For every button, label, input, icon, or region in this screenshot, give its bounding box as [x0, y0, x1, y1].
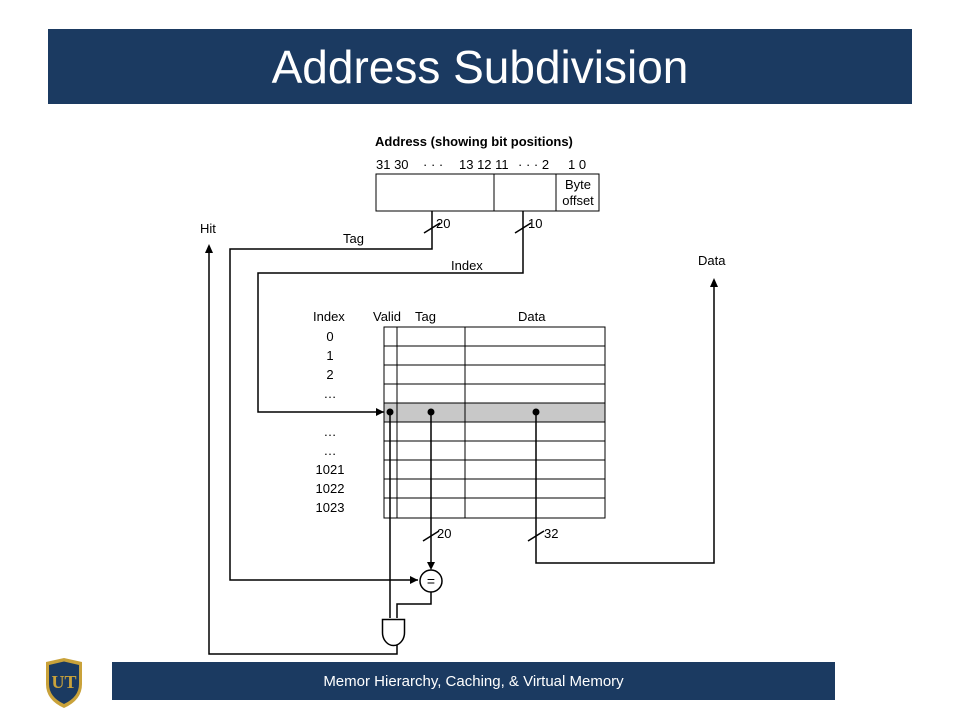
- tag-wire: [229, 211, 433, 581]
- index-wire: [257, 211, 524, 413]
- bit-pos-13-12-11: 13 12 11: [459, 157, 509, 172]
- byte-offset-label-2: offset: [562, 193, 594, 208]
- row-index-label: 2: [326, 367, 333, 382]
- data-output-label: Data: [698, 253, 726, 268]
- row-index-label: …: [324, 424, 337, 439]
- slide-title: Address Subdivision: [271, 40, 689, 93]
- tag-bus-slash: [423, 222, 441, 234]
- selected-row-highlight: [384, 403, 605, 422]
- row-index-label: 1021: [316, 462, 345, 477]
- and-gate: [381, 618, 406, 647]
- address-title: Address (showing bit positions): [375, 134, 573, 149]
- ut-shield-logo: UT: [46, 658, 82, 708]
- row-index-label: 1: [326, 348, 333, 363]
- footer-text: Memor Hierarchy, Caching, & Virtual Memo…: [323, 672, 624, 690]
- footer-bar: Memor Hierarchy, Caching, & Virtual Memo…: [112, 662, 835, 700]
- header-tag: Tag: [415, 309, 436, 324]
- tag-compare-bus-slash: [422, 530, 440, 542]
- cache-table: [383, 326, 606, 519]
- tag-compare-bits-label: 20: [437, 526, 451, 541]
- index-bits-label: 10: [528, 216, 542, 231]
- comparator-symbol: =: [427, 573, 435, 589]
- bit-pos-1-0: 1 0: [568, 157, 586, 172]
- svg-text:UT: UT: [51, 672, 76, 692]
- comparator-output-wire: [396, 592, 432, 618]
- data-arrow-icon: [710, 278, 718, 287]
- bit-pos-31-30: 31 30: [376, 157, 409, 172]
- bit-pos-dots-2: · · · 2: [518, 157, 549, 172]
- hit-label: Hit: [200, 221, 216, 236]
- data-bits-label: 32: [544, 526, 558, 541]
- header-index: Index: [313, 309, 345, 324]
- tag-bits-label: 20: [436, 216, 450, 231]
- header-valid: Valid: [373, 309, 401, 324]
- data-bus-slash: [527, 530, 545, 542]
- title-bar: Address Subdivision: [48, 29, 912, 104]
- comparator-input-arrow-icon: [410, 576, 418, 584]
- row-index-label: 1023: [316, 500, 345, 515]
- tag-wire-label: Tag: [343, 231, 364, 246]
- row-index-label: 0: [326, 329, 333, 344]
- byte-offset-label-1: Byte: [565, 177, 591, 192]
- row-index-label: …: [324, 386, 337, 401]
- index-wire-label: Index: [451, 258, 483, 273]
- row-index-label: 1022: [316, 481, 345, 496]
- bit-pos-dots-1: · · ·: [423, 157, 443, 172]
- data-wire: [535, 284, 715, 564]
- hit-arrow-icon: [205, 244, 213, 253]
- header-data: Data: [518, 309, 546, 324]
- tag-compare-arrow-icon: [427, 562, 435, 570]
- address-register: [375, 173, 600, 212]
- row-index-label: …: [324, 443, 337, 458]
- index-bus-slash: [514, 222, 532, 234]
- hit-wire: [208, 248, 398, 655]
- index-arrow-icon: [376, 408, 384, 416]
